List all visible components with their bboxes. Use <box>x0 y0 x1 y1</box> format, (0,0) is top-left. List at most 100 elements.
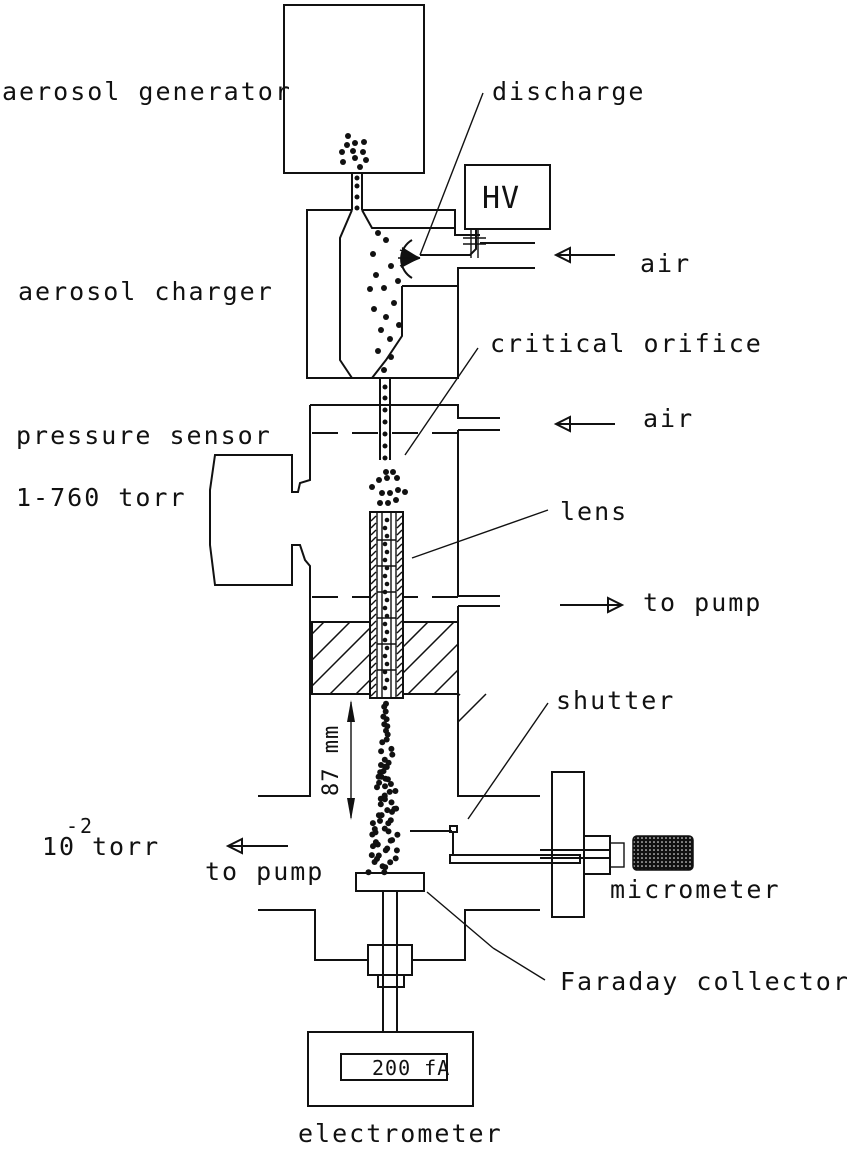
distance-label: 87 mm <box>319 725 344 796</box>
lens-hatch-line <box>396 662 403 669</box>
lens-hatch-line <box>396 613 403 620</box>
lens-hatch-line <box>396 676 403 683</box>
discharge-leader <box>419 92 484 256</box>
hatch-line <box>407 643 459 695</box>
beam-particle <box>393 805 400 812</box>
beam-particle <box>384 723 391 730</box>
beam-particle <box>393 847 400 854</box>
beam-particle <box>377 795 384 802</box>
beam-particle <box>387 859 394 866</box>
lens-particle <box>384 517 390 523</box>
faraday-collector <box>355 872 425 892</box>
electrometer-display <box>340 1053 448 1081</box>
hatch-line <box>311 621 351 661</box>
lens-particle <box>384 533 390 539</box>
lens-particle <box>382 669 388 675</box>
lens-hatch-line <box>370 662 377 669</box>
lens-hatch-line <box>370 676 377 683</box>
arrow-left-icon <box>553 415 615 433</box>
critical-orifice-leader <box>404 347 479 456</box>
air-middle-label: air <box>643 404 694 433</box>
lens-hatch-line <box>370 669 377 676</box>
beam-particle <box>376 779 383 786</box>
lens-hatch-line <box>370 641 377 648</box>
micrometer-label: micrometer <box>610 875 781 904</box>
lens-leader <box>411 509 549 559</box>
critical-orifice-label: critical orifice <box>490 329 763 358</box>
lens-hatch-line <box>396 634 403 641</box>
lens-hatch-line <box>370 690 377 697</box>
beam-particle <box>382 864 389 871</box>
charger-particles <box>367 230 402 373</box>
lens-particle <box>382 685 388 691</box>
beam-particle <box>389 808 395 815</box>
lens-hatch-line <box>396 571 403 578</box>
beam-particle <box>382 708 389 715</box>
beam-particle <box>386 788 393 795</box>
aerodynamic-lens <box>369 511 404 699</box>
lens-particle <box>382 589 388 595</box>
micrometer-flange <box>551 771 585 918</box>
lens-hatch-line <box>370 683 377 690</box>
beam-particle <box>383 736 390 743</box>
hatch-line <box>433 669 459 695</box>
beam-particle <box>371 859 378 865</box>
faraday-leader <box>426 891 494 949</box>
lens-particle <box>382 525 388 531</box>
shutter-leader <box>467 702 549 820</box>
lens-hatch-line <box>396 592 403 599</box>
lens-hatch-line <box>396 648 403 655</box>
lens-hatch-line <box>370 585 377 592</box>
pressure-sensor-label: pressure sensor <box>16 421 272 450</box>
lens-hatch-line <box>370 529 377 536</box>
beam-particle <box>382 783 388 790</box>
beam-particle <box>385 820 392 827</box>
hv-label: HV <box>482 181 520 216</box>
lens-particle <box>384 677 390 683</box>
beam-particle <box>387 837 394 844</box>
beam-particle <box>377 801 384 808</box>
air-top-label: air <box>640 249 691 278</box>
electrometer-label: electrometer <box>298 1119 503 1148</box>
lens-hatch-line <box>396 627 403 634</box>
beam-particle <box>383 716 390 723</box>
lens-hatch-line <box>370 557 377 564</box>
lens-particle <box>384 597 390 603</box>
arrow-left-icon <box>225 837 288 855</box>
aerosol-generator-label: aerosol generator <box>2 77 292 106</box>
beam-particle <box>389 751 396 758</box>
hatch-line <box>311 621 377 687</box>
lens-hatch-line <box>396 564 403 571</box>
to-pump-right-label: to pump <box>643 588 762 617</box>
vacuum-exponent-label: -2 <box>66 814 94 838</box>
lens-hatch-line <box>370 634 377 641</box>
lower-chamber <box>258 909 368 961</box>
arrow-left-icon <box>553 246 615 264</box>
lens-hatch-line <box>370 564 377 571</box>
lens-hatch-line <box>396 655 403 662</box>
lens-hatch-line <box>396 529 403 536</box>
beam-particle <box>383 764 390 770</box>
lens-hatch-line <box>396 536 403 543</box>
lens-particle <box>382 653 388 659</box>
faraday-collector-label: Faraday collector <box>560 967 850 996</box>
beam-particle <box>384 776 391 783</box>
lens-hatch-line <box>396 683 403 690</box>
lens-hatch-line <box>396 669 403 676</box>
beam-particle <box>369 831 376 838</box>
beam-particle <box>384 807 391 814</box>
shutter-label: shutter <box>556 686 675 715</box>
lens-hatch-line <box>370 571 377 578</box>
beam-particle <box>369 820 376 827</box>
vacuum-base-label: 10 <box>42 832 76 861</box>
generator-particles <box>339 133 369 170</box>
lens-hatch-line <box>396 578 403 585</box>
lens-hatch-line <box>396 641 403 648</box>
lens-hatch-line <box>370 578 377 585</box>
beam-particle <box>388 799 395 806</box>
lens-hatch-line <box>396 557 403 564</box>
lens-hatch-line <box>370 515 377 522</box>
lens-particle <box>382 573 388 579</box>
lens-particle <box>384 613 390 619</box>
